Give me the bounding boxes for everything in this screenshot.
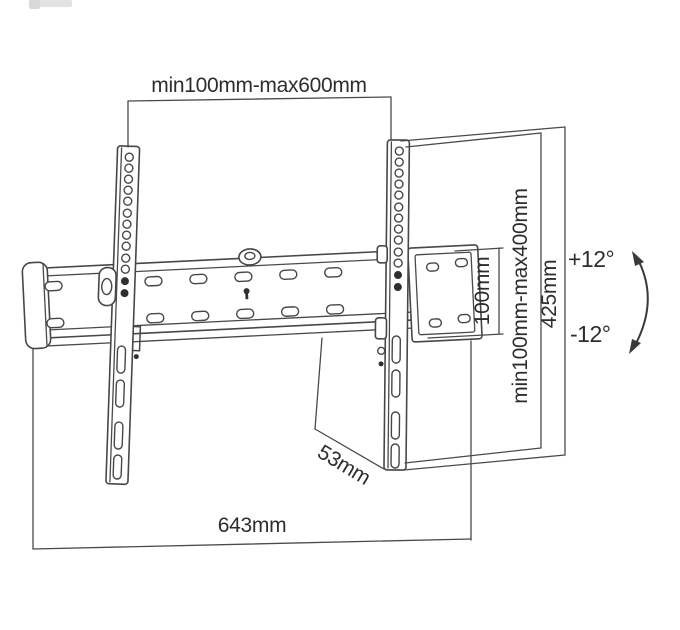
left-bracket-holes — [120, 152, 134, 298]
extension-line — [314, 337, 323, 430]
tilt-angle-annotation: +12° -12° — [568, 246, 649, 354]
plate-keyhole — [243, 288, 250, 300]
dimension-overall-height: 425mm — [400, 126, 566, 471]
plate-right-end — [407, 244, 483, 343]
dim-vesa-vertical-label: min100mm-max400mm — [509, 188, 532, 403]
extension-line-bottom — [404, 447, 542, 464]
right-bracket-side-line — [387, 141, 393, 469]
tilt-arc-arrow-up-icon — [632, 251, 644, 266]
plate-bottom-flange-line — [30, 311, 414, 332]
left-bracket-lock-knob — [97, 266, 117, 307]
right-bracket-slots — [390, 335, 402, 469]
tilt-adjust-knob — [238, 248, 262, 266]
dim-top-span-label: min100mm-max600mm — [151, 74, 366, 97]
extension-line-top — [454, 247, 504, 252]
right-bracket-holes — [393, 146, 404, 292]
extension-line-bottom — [403, 454, 566, 471]
logo-smudge — [30, 0, 72, 7]
left-tv-bracket — [97, 145, 142, 486]
extension-line-top — [400, 126, 566, 142]
dim-overall-height-label: 425mm — [538, 260, 561, 329]
tilt-down-label: -12° — [570, 321, 610, 347]
left-bracket-hook — [131, 325, 142, 360]
dimension-top-span: min100mm-max600mm — [127, 74, 392, 148]
extension-line-top — [405, 132, 542, 148]
tilt-arc — [632, 255, 649, 350]
right-bracket-clamp — [374, 245, 389, 367]
dimension-line — [314, 428, 385, 470]
dimension-line — [127, 96, 392, 102]
left-bracket-slots — [112, 345, 127, 480]
tilt-arc-arrow-down-icon — [629, 339, 641, 354]
end-cap-inner-line — [42, 263, 48, 347]
logo-smudge-corner — [29, 0, 40, 9]
plate-slots-top-row — [44, 267, 343, 292]
right-tv-bracket — [374, 139, 411, 471]
dimension-line — [32, 538, 472, 550]
plate-top-flange-line — [27, 257, 411, 278]
tilt-up-label: +12° — [568, 246, 614, 272]
dimension-vesa-vertical: min100mm-max400mm — [404, 132, 542, 464]
plate-front-lip-line — [31, 327, 413, 348]
dim-depth-label: 53mm — [313, 441, 374, 490]
wall-plate — [21, 244, 483, 350]
plate-slots-bottom-row — [46, 303, 345, 329]
wall-plate-body — [27, 249, 414, 340]
dimension-depth: 53mm — [313, 337, 385, 490]
dim-plate-height-label: 100mm — [471, 257, 494, 326]
left-bracket-body — [105, 145, 141, 486]
left-bracket-side-line — [109, 147, 123, 483]
dim-overall-width-label: 643mm — [218, 514, 287, 537]
dimension-overall-width: 643mm — [32, 340, 472, 550]
extension-line-bottom — [427, 333, 504, 339]
dimension-plate-height: 100mm — [427, 247, 504, 339]
